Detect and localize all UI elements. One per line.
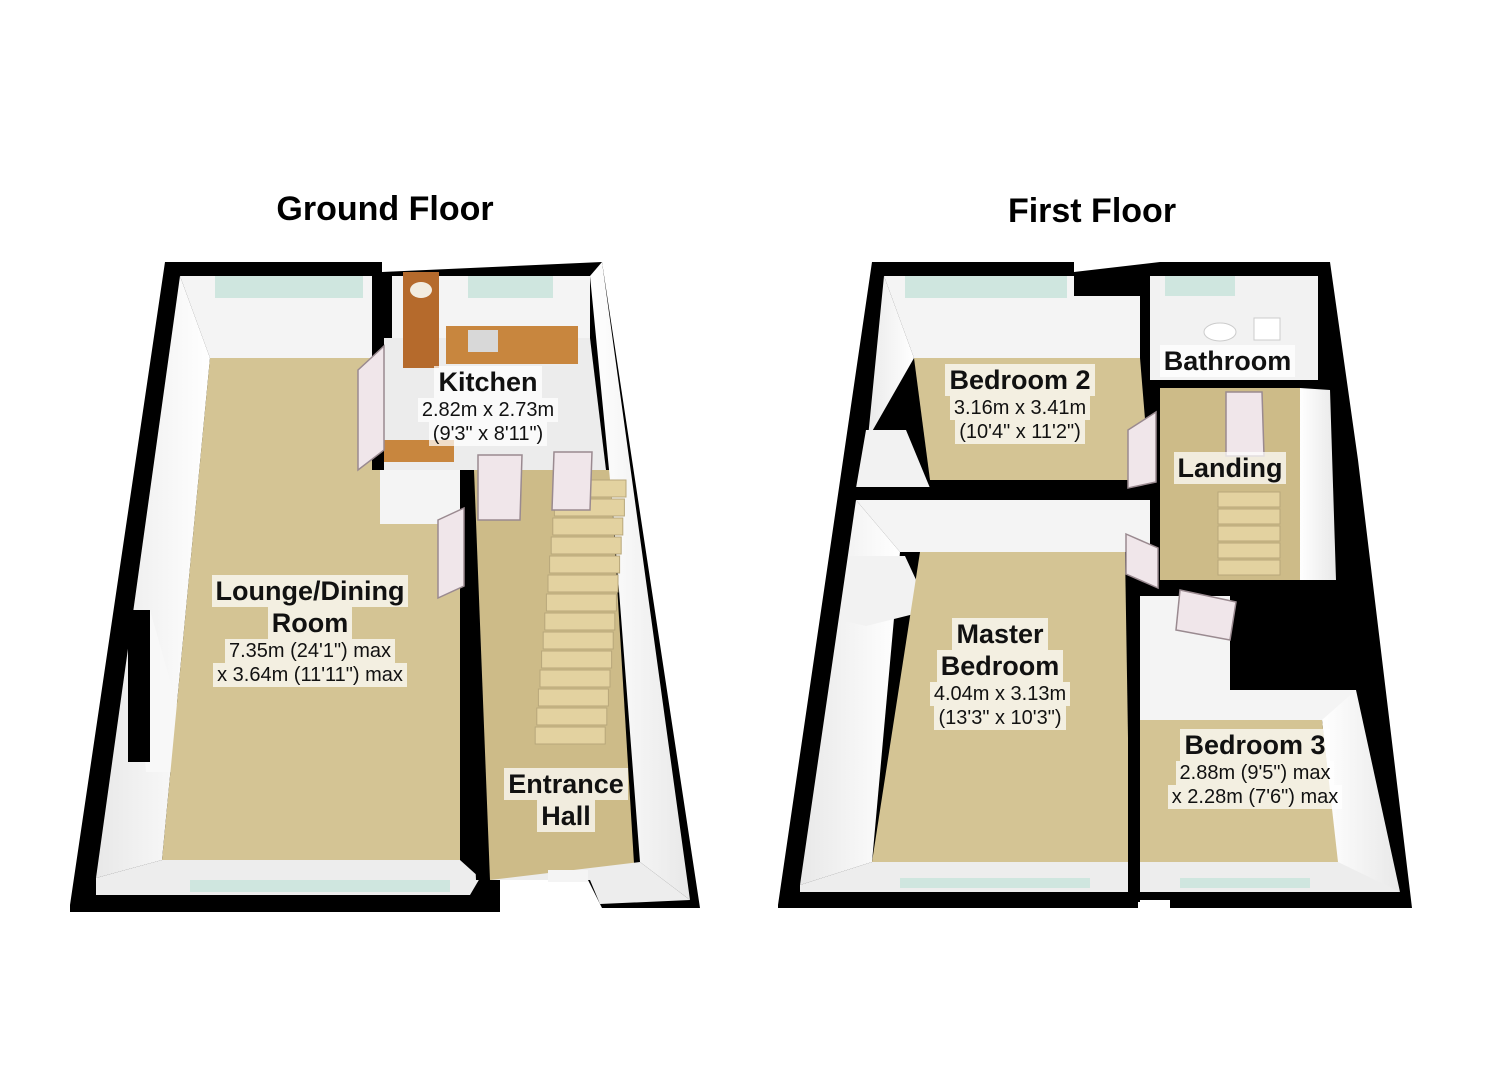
hall-kitchen-door <box>477 454 523 521</box>
ground-stair-tread <box>550 536 622 555</box>
ground-stair-tread <box>541 650 613 669</box>
hall-right-wall <box>590 262 690 900</box>
bathroom-basin <box>1203 322 1237 342</box>
master-bedroom-name-line1: Master <box>952 618 1048 650</box>
hall-name-line1: Entrance <box>504 768 628 800</box>
bedroom2-dimensions-imperial: (10'4" x 11'2") <box>955 420 1085 444</box>
lounge-hall-partition <box>460 470 490 880</box>
bedroom2-wardrobe <box>856 430 930 488</box>
lounge-name-line2: Room <box>267 607 353 639</box>
front-door <box>548 870 588 882</box>
bathroom-toilet <box>1253 317 1281 341</box>
ground-floor-title: Ground Floor <box>276 190 494 228</box>
hall-name-line2: Hall <box>537 800 595 832</box>
bedroom2-left-wall <box>864 276 914 478</box>
kitchen-dimensions-imperial: (9'3" x 8'11") <box>428 422 548 446</box>
ground-stair-tread <box>536 707 608 726</box>
kitchen-name: Kitchen <box>434 366 542 398</box>
first-stair-tread <box>1217 491 1281 508</box>
bedroom2-door <box>1127 410 1157 489</box>
lounge-dimensions-length: 7.35m (24'1") max <box>224 639 396 663</box>
bedroom3-dimensions-length: 2.88m (9'5") max <box>1175 761 1335 785</box>
master-bedroom-window <box>900 878 1090 888</box>
kitchen-label: Kitchen 2.82m x 2.73m (9'3" x 8'11") <box>388 366 588 446</box>
bedroom-partition <box>852 487 1157 499</box>
ground-stair-tread <box>549 555 621 574</box>
master-bedroom-label: Master Bedroom 4.04m x 3.13m (13'3" x 10… <box>890 618 1110 730</box>
ground-stair-tread <box>542 631 614 650</box>
lounge-name-line1: Lounge/Dining <box>211 575 409 607</box>
bedroom3-dimensions-width: x 2.28m (7'6") max <box>1167 785 1343 809</box>
chimney-recess <box>128 610 150 762</box>
master-bedroom-back-wall <box>856 500 1150 552</box>
bedroom3-window <box>1180 878 1310 888</box>
lounge-left-wall <box>96 276 210 878</box>
bathroom-label: Bathroom <box>1140 345 1315 377</box>
landing-name: Landing <box>1173 452 1287 484</box>
first-stair-tread <box>1217 525 1281 542</box>
bathroom-door <box>1225 391 1265 457</box>
ground-stair-tread <box>552 517 624 536</box>
bedroom2-name: Bedroom 2 <box>945 364 1095 396</box>
bedroom2-label: Bedroom 2 3.16m x 3.41m (10'4" x 11'2") <box>910 364 1130 444</box>
master-bedroom-dimensions-metric: 4.04m x 3.13m <box>929 682 1071 706</box>
bedroom2-dimensions-metric: 3.16m x 3.41m <box>949 396 1091 420</box>
master-bedroom-door <box>1125 532 1159 590</box>
first-stair-tread <box>1217 542 1281 559</box>
first-staircase <box>1217 491 1281 576</box>
first-floor-title: First Floor <box>1007 192 1177 230</box>
bathroom-window <box>1165 276 1235 296</box>
first-stair-tread <box>1217 508 1281 525</box>
bedroom3-bulkhead <box>1262 590 1354 668</box>
hall-lounge-door <box>437 506 465 600</box>
master-bedroom-dimensions-imperial: (13'3" x 10'3") <box>934 706 1066 730</box>
bathroom-partition <box>1148 380 1323 388</box>
bedroom3-name: Bedroom 3 <box>1180 729 1330 761</box>
lounge-dimensions-width: x 3.64m (11'11") max <box>213 663 407 687</box>
lounge-dining-label: Lounge/Dining Room 7.35m (24'1") max x 3… <box>160 575 460 687</box>
landing-right-wall <box>1300 388 1336 580</box>
first-stair-tread <box>1217 559 1281 576</box>
kitchen-worktop <box>446 326 578 364</box>
first-floor-plan <box>778 262 1412 908</box>
landing-label: Landing <box>1155 452 1305 484</box>
understairs-cupboard <box>380 470 460 524</box>
understairs-door <box>551 451 593 511</box>
back-door-fanlight <box>410 282 432 298</box>
lounge-window <box>215 276 363 298</box>
master-bedroom-name-line2: Bedroom <box>936 650 1064 682</box>
ground-stair-tread <box>537 688 609 707</box>
kitchen-sink <box>468 330 498 352</box>
bedroom3-label: Bedroom 3 2.88m (9'5") max x 2.28m (7'6"… <box>1135 729 1375 809</box>
lounge-front-window <box>190 880 450 892</box>
ground-stair-tread <box>534 726 606 745</box>
ground-stair-tread <box>539 669 611 688</box>
bedroom3-right-wall <box>1322 690 1400 892</box>
master-bedroom3-partition <box>1128 590 1140 902</box>
ground-stair-tread <box>544 612 616 631</box>
entrance-hall-label: Entrance Hall <box>486 768 646 832</box>
ground-stair-tread <box>547 574 619 593</box>
hall-front-wall <box>490 862 690 904</box>
master-bedroom-wardrobe <box>840 556 930 626</box>
kitchen-window <box>468 276 553 298</box>
bathroom-name: Bathroom <box>1159 345 1296 377</box>
bedroom3-door <box>1175 589 1237 641</box>
kitchen-dimensions-metric: 2.82m x 2.73m <box>417 398 559 422</box>
ground-stair-tread <box>545 593 617 612</box>
bedroom2-window <box>905 276 1067 298</box>
kitchen-door <box>357 344 385 472</box>
